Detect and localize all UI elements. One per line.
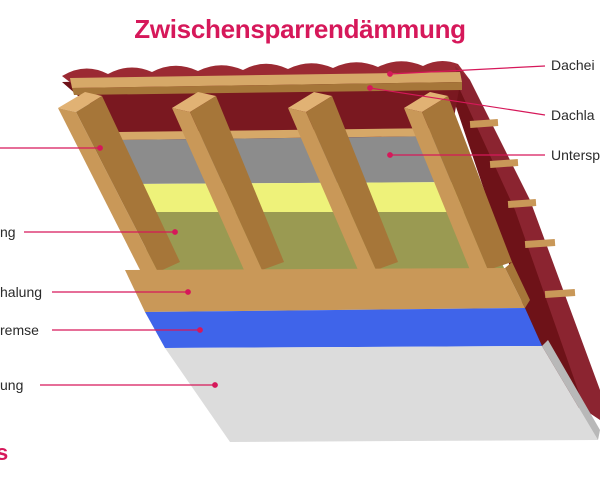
label-dacheindeckung: Dachei	[551, 57, 595, 73]
drywall-edge	[542, 340, 600, 440]
brand-fragment: s	[0, 440, 9, 465]
label-unterspannbahn: Untersp	[551, 147, 600, 163]
inner-boarding-edge	[505, 262, 530, 308]
diagram-title: Zwischensparrendämmung	[134, 14, 466, 44]
batten-strip	[72, 82, 462, 95]
underlay-membrane	[115, 136, 470, 184]
leader-lines	[0, 65, 546, 388]
label-daemmung: ng	[0, 224, 16, 240]
label-dachlattung: Dachla	[551, 107, 595, 123]
label-innenverkleidung: ung	[0, 377, 24, 393]
drywall	[165, 346, 598, 442]
vapor-barrier	[145, 308, 542, 348]
tile-edge-battens	[469, 119, 576, 299]
rafters	[58, 92, 512, 272]
label-innenschalung: halung	[0, 284, 43, 300]
roof-cavity	[80, 84, 460, 140]
batten-strip	[70, 72, 462, 88]
label-dampfbremse: remse	[0, 322, 39, 338]
insulation-top-band	[132, 182, 478, 212]
inner-boarding	[125, 268, 525, 312]
